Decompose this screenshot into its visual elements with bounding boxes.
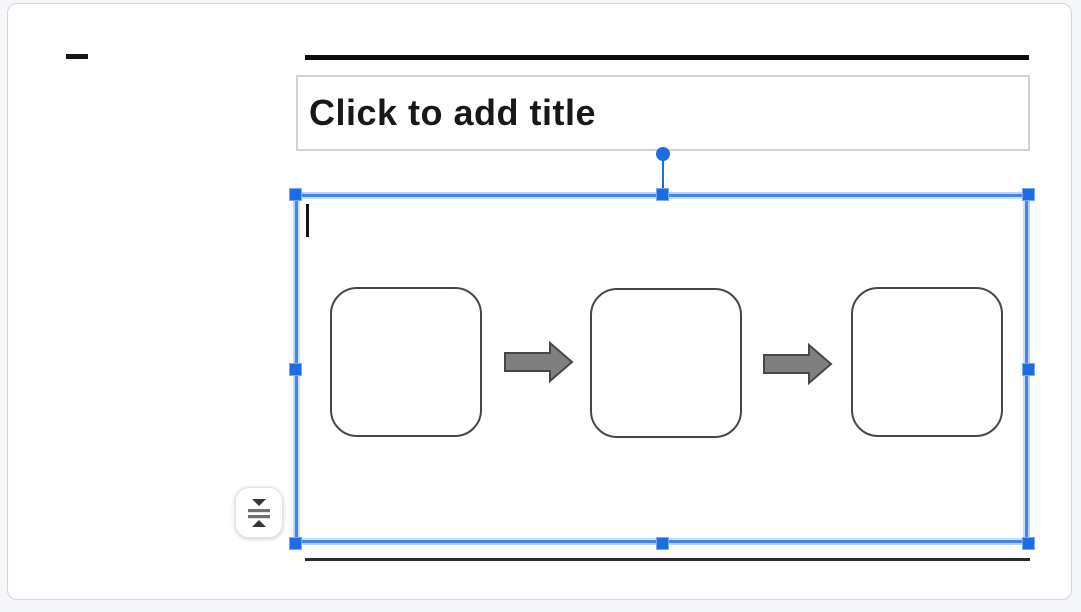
autofit-text-icon (248, 498, 270, 527)
rotation-handle[interactable] (656, 147, 670, 161)
resize-handle-middle-right[interactable] (1022, 363, 1035, 376)
slide-canvas[interactable]: Click to add title (7, 3, 1072, 600)
rotation-handle-stem (662, 159, 664, 190)
resize-handle-bottom-center[interactable] (656, 537, 669, 550)
bottom-horizontal-rule (305, 558, 1030, 561)
top-horizontal-rule (305, 55, 1029, 60)
title-placeholder-box[interactable]: Click to add title (296, 75, 1030, 151)
flowchart-node-3[interactable] (851, 287, 1003, 437)
resize-handle-top-left[interactable] (289, 188, 302, 201)
flowchart-arrow-2[interactable] (763, 343, 833, 385)
title-placeholder-text: Click to add title (309, 92, 597, 133)
flowchart-node-2[interactable] (590, 288, 742, 438)
resize-handle-top-right[interactable] (1022, 188, 1035, 201)
text-cursor (306, 204, 309, 237)
resize-handle-bottom-left[interactable] (289, 537, 302, 550)
autofit-text-button[interactable] (235, 487, 283, 538)
resize-handle-bottom-right[interactable] (1022, 537, 1035, 550)
resize-handle-top-center[interactable] (656, 188, 669, 201)
flowchart-node-1[interactable] (330, 287, 482, 437)
resize-handle-middle-left[interactable] (289, 363, 302, 376)
flowchart-arrow-1[interactable] (504, 341, 574, 383)
dash-mark (66, 54, 88, 59)
